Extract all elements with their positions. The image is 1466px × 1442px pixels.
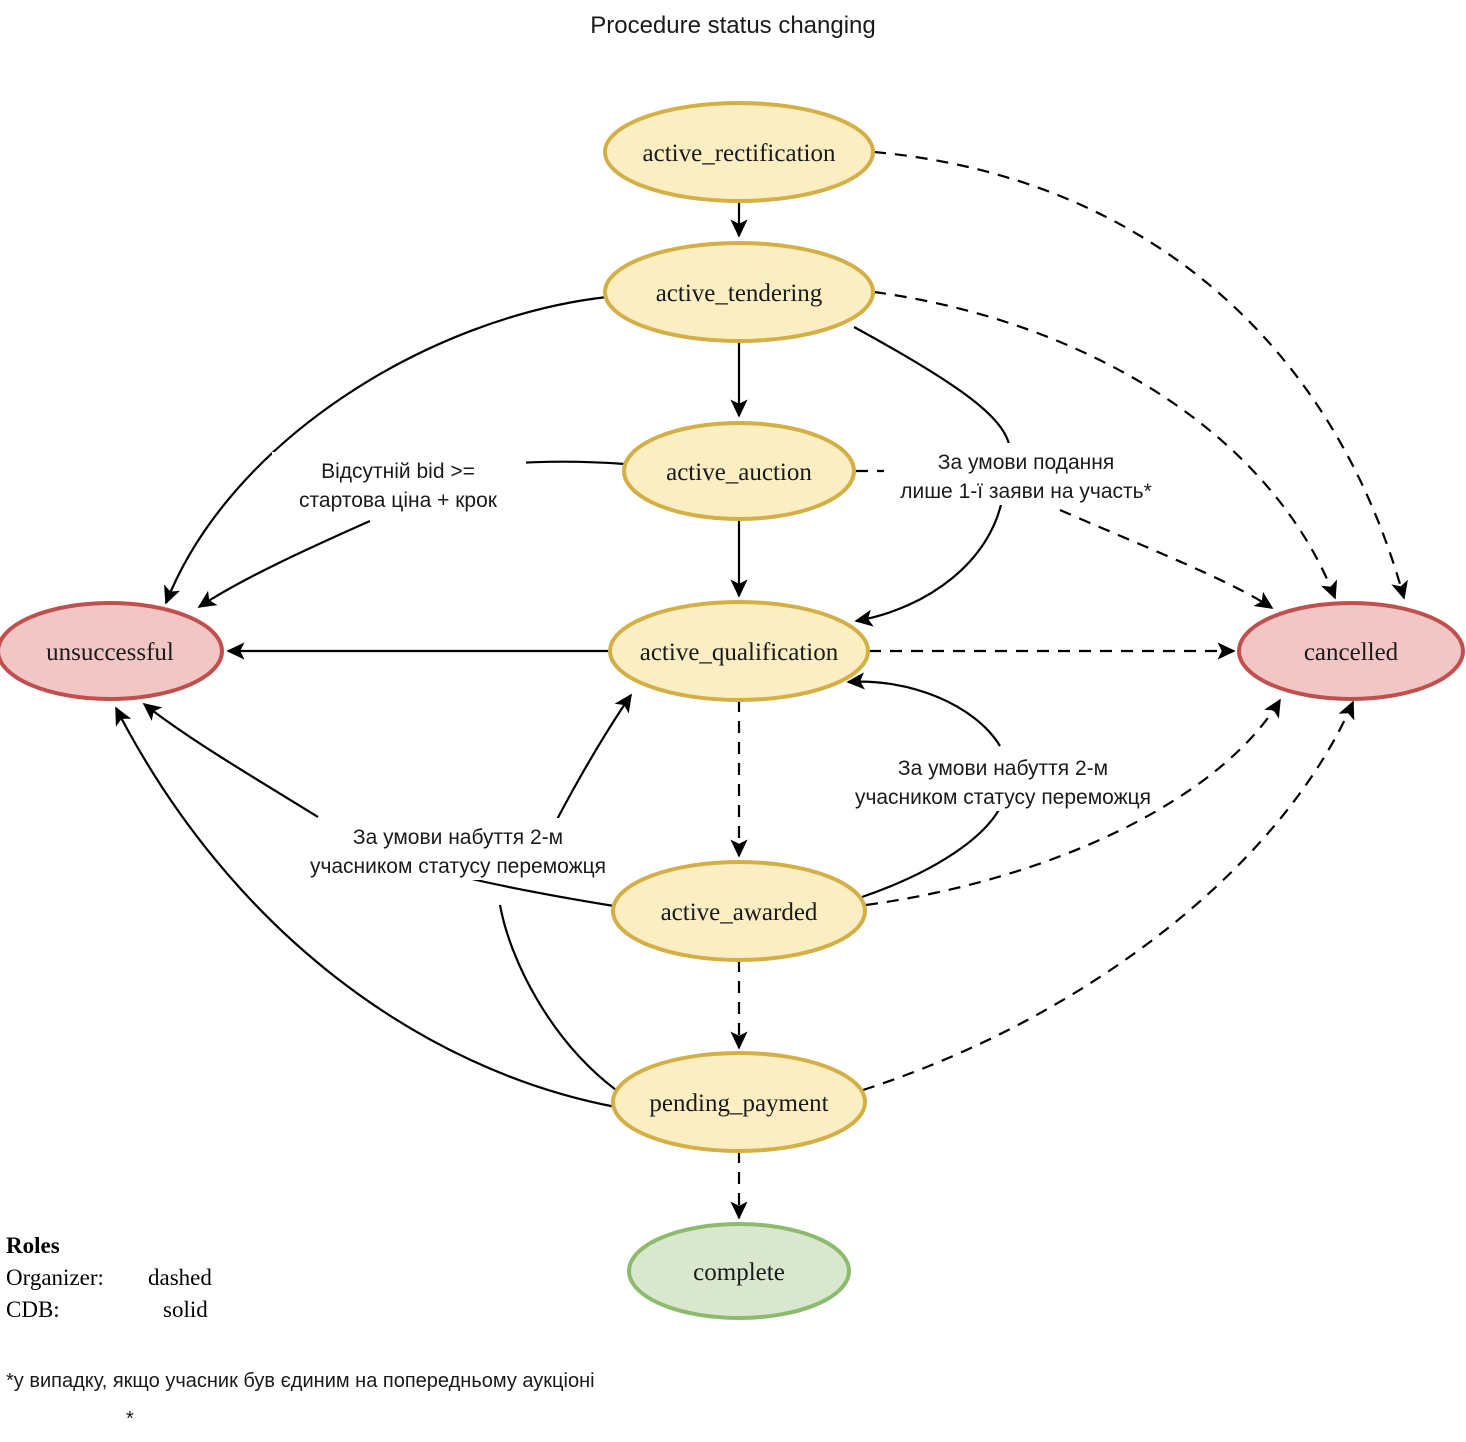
nodes-layer: active_rectification active_tendering ac…	[0, 101, 1465, 1320]
edge-active_tendering-active_qualification-head	[853, 326, 1012, 453]
edge-label-single-application-line2: лише 1-ї заяви на участь*	[900, 480, 1152, 503]
node-complete[interactable]: complete	[627, 1222, 851, 1320]
node-unsuccessful[interactable]: unsuccessful	[0, 601, 224, 701]
node-pending_payment[interactable]: pending_payment	[611, 1051, 867, 1153]
node-shape-active_awarded[interactable]	[611, 860, 867, 962]
legend-role-organizer: Organizer:	[6, 1265, 104, 1290]
edge-label-second-winner-left-backdrop	[303, 818, 613, 880]
legend: Roles Organizer: dashed CDB: solid	[6, 1233, 212, 1322]
edge-active_auction-unsuccessful-tail	[197, 519, 371, 608]
edge-label-second-winner-right-backdrop	[848, 749, 1158, 811]
footnote-text: *у випадку, якщо учасник був єдиним на п…	[6, 1370, 595, 1392]
edge-active_tendering-active_qualification-tail	[854, 499, 1004, 627]
legend-role-cdb: CDB:	[6, 1297, 60, 1322]
node-active_awarded[interactable]: active_awarded	[611, 860, 867, 962]
edge-active_auction-cancelled	[1059, 508, 1274, 609]
node-shape-complete[interactable]	[627, 1222, 851, 1320]
node-active_auction[interactable]: active_auction	[622, 421, 856, 521]
node-shape-active_auction[interactable]	[622, 421, 856, 521]
edge-label-single-application: За умови подання лише 1-ї заяви на участ…	[884, 443, 1168, 505]
edge-label-second-winner-right-line2: учасником статусу переможця	[855, 786, 1151, 809]
node-shape-cancelled[interactable]	[1237, 601, 1465, 701]
edge-pending_payment-unsuccessful	[115, 706, 617, 1109]
legend-title: Roles	[6, 1233, 60, 1258]
edge-active_tendering-cancelled	[873, 290, 1338, 600]
edge-label-second-winner-left-line2: учасником статусу переможця	[310, 855, 606, 878]
node-label-complete: complete	[693, 1259, 785, 1286]
node-shape-pending_payment[interactable]	[611, 1051, 867, 1153]
node-label-cancelled: cancelled	[1304, 639, 1399, 666]
edge-active_awarded-cancelled	[865, 698, 1281, 907]
node-active_rectification[interactable]: active_rectification	[603, 101, 875, 203]
page-title: Procedure status changing	[590, 12, 876, 39]
legend-style-cdb: solid	[163, 1297, 208, 1322]
node-label-active_auction: active_auction	[666, 459, 812, 486]
node-label-active_awarded: active_awarded	[661, 899, 818, 926]
edge-label-no-bid-backdrop	[272, 452, 526, 514]
node-label-active_rectification: active_rectification	[643, 140, 836, 167]
footnote: *у випадку, якщо учасник був єдиним на п…	[6, 1370, 595, 1430]
footnote-marker: *	[126, 1408, 134, 1430]
edge-pending_payment-cancelled	[862, 700, 1355, 1092]
edge-pending_payment-active_qualification-head	[498, 904, 617, 1091]
node-shape-active_qualification[interactable]	[608, 600, 870, 702]
edge-label-no-bid-line2: стартова ціна + крок	[299, 489, 498, 512]
edge-label-second-winner-left-line1: За умови набуття 2-м	[353, 826, 563, 849]
node-active_tendering[interactable]: active_tendering	[603, 241, 875, 343]
node-active_qualification[interactable]: active_qualification	[608, 600, 870, 702]
edge-active_awarded-active_qualification-tail	[846, 672, 1001, 747]
node-label-active_qualification: active_qualification	[640, 639, 839, 666]
node-cancelled[interactable]: cancelled	[1237, 601, 1465, 701]
edge-active_rectification-cancelled	[873, 150, 1408, 600]
node-shape-active_rectification[interactable]	[603, 101, 875, 203]
edge-active_tendering-unsuccessful	[164, 295, 608, 605]
edge-label-single-application-backdrop	[884, 443, 1168, 505]
node-label-unsuccessful: unsuccessful	[46, 639, 174, 666]
edge-label-second-winner-right-line1: За умови набуття 2-м	[898, 757, 1108, 780]
edge-labels-layer: Відсутній bid >= стартова ціна + крок За…	[272, 443, 1168, 880]
edge-label-no-bid: Відсутній bid >= стартова ціна + крок	[272, 452, 526, 514]
edge-label-no-bid-line1: Відсутній bid >=	[321, 460, 475, 483]
node-shape-active_tendering[interactable]	[603, 241, 875, 343]
node-shape-unsuccessful[interactable]	[0, 601, 224, 701]
legend-style-organizer: dashed	[148, 1265, 212, 1290]
edge-label-second-winner-right: За умови набуття 2-м учасником статусу п…	[848, 749, 1158, 811]
edge-active_awarded-unsuccessful-tail	[142, 702, 319, 818]
edge-label-single-application-line1: За умови подання	[938, 451, 1114, 474]
node-label-active_tendering: active_tendering	[656, 280, 823, 307]
node-label-pending_payment: pending_payment	[649, 1090, 828, 1117]
edge-label-second-winner-left: За умови набуття 2-м учасником статусу п…	[303, 818, 613, 880]
